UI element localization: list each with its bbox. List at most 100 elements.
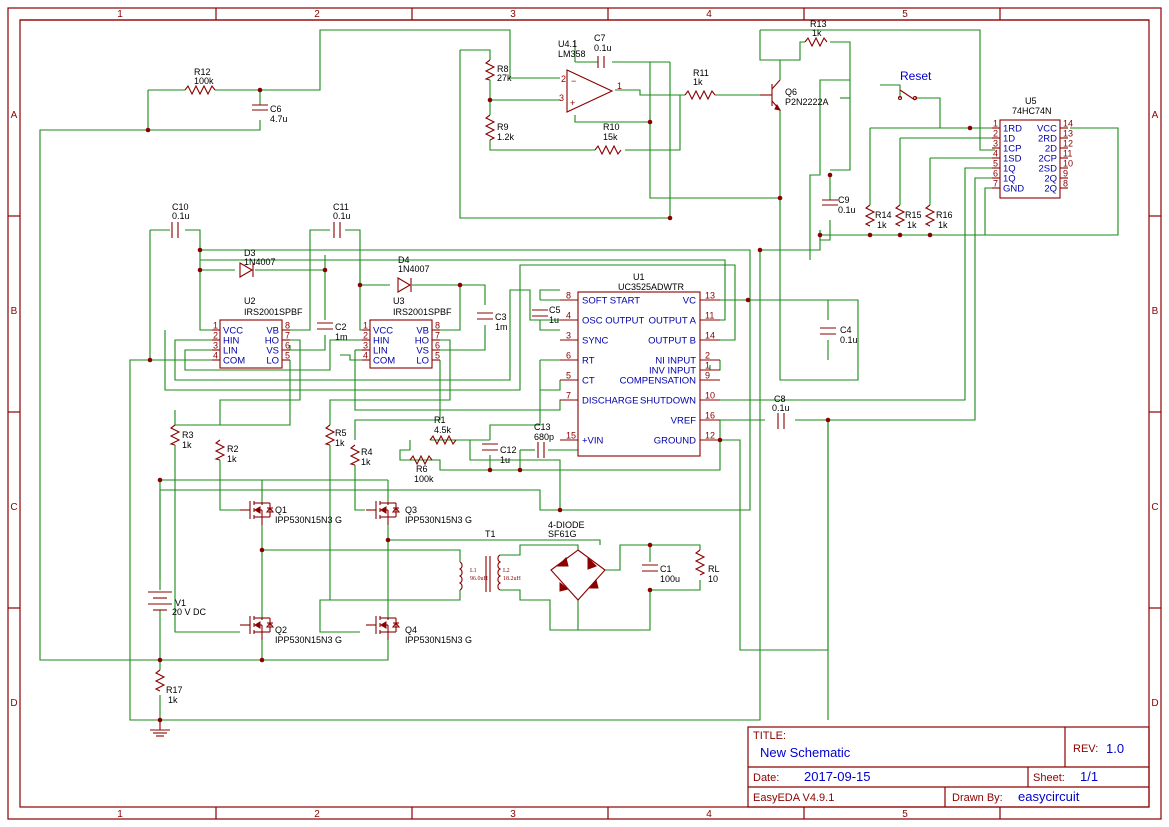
zone-col-bottom: 3	[510, 809, 516, 820]
rl-val: 10	[708, 574, 718, 584]
pin-name: 1CP	[1003, 144, 1021, 155]
pin-number: 7	[566, 391, 571, 401]
zone-row-right: B	[1152, 306, 1159, 317]
pin-name: VS	[266, 346, 279, 357]
d3-ref: D3	[244, 248, 256, 258]
svg-text:+: +	[570, 98, 575, 108]
t1-ref: T1	[485, 529, 496, 539]
sheet-label: Sheet:	[1033, 772, 1065, 784]
svg-text:3: 3	[559, 93, 564, 103]
pin-number: 5	[285, 351, 290, 361]
q3-ref: Q3	[405, 505, 417, 515]
pin-name: 1SD	[1003, 154, 1022, 165]
diodes	[239, 262, 412, 293]
c5-val: 1u	[549, 315, 559, 325]
c5-ref: C5	[549, 305, 561, 315]
pin-number: 10	[705, 391, 715, 401]
zone-row-left: D	[10, 698, 17, 709]
c13-val: 680p	[534, 432, 554, 442]
ground-symbol	[150, 720, 170, 737]
title-label: TITLE:	[753, 730, 786, 742]
bridge-ref: 4-DIODE	[548, 520, 585, 530]
pin-name: HIN	[373, 336, 390, 347]
pin-name: OSC OUTPUT	[582, 316, 644, 327]
rev-label: REV:	[1073, 743, 1098, 755]
r4-val: 1k	[361, 457, 371, 467]
r16-val: 1k	[938, 220, 948, 230]
pin-name: VCC	[1037, 124, 1057, 135]
pin-number: 4	[566, 311, 571, 321]
pin-name: 1Q	[1003, 164, 1016, 175]
resistors-horizontal	[184, 36, 828, 466]
sheet-value: 1/1	[1080, 769, 1098, 784]
c7-val: 0.1u	[594, 43, 612, 53]
pin-name: SYNC	[582, 336, 609, 347]
pin-name: 1D	[1003, 134, 1015, 145]
pin-number: 10	[1063, 159, 1073, 169]
r11-ref: R11	[693, 68, 709, 78]
u4-ref: U4.1	[558, 39, 577, 49]
pin-number: 8	[566, 291, 571, 301]
pin-number: 1	[705, 361, 710, 371]
pin-name: GND	[1003, 184, 1024, 195]
pin-number: 3	[993, 139, 998, 149]
c13-ref: C13	[534, 422, 551, 432]
r3-ref: R3	[182, 430, 194, 440]
svg-text:−: −	[571, 76, 576, 86]
reset-label: Reset	[900, 69, 932, 83]
r2-val: 1k	[227, 454, 237, 464]
c2-ref: C2	[335, 322, 347, 332]
u1-ref: U1	[633, 272, 645, 282]
u4-val: LM358	[558, 49, 586, 59]
zone-col-bottom: 4	[706, 809, 712, 820]
pin-name: 2SD	[1039, 164, 1058, 175]
c11-val: 0.1u	[333, 211, 351, 221]
pin-name: VCC	[223, 326, 243, 337]
pin-number: 11	[705, 311, 714, 321]
u3-ref: U3	[393, 296, 405, 306]
d3-val: 1N4007	[244, 257, 276, 267]
pin-name: 2D	[1045, 144, 1057, 155]
pin-number: 5	[993, 159, 998, 169]
pin-number: 8	[285, 321, 290, 331]
drawn-label: Drawn By:	[952, 792, 1003, 804]
zone-col-top: 4	[706, 9, 712, 20]
zone-row-left: A	[11, 110, 18, 121]
pin-number: 9	[705, 371, 710, 381]
pin-number: 16	[705, 411, 715, 421]
r11-val: 1k	[693, 77, 703, 87]
pin-number: 7	[993, 179, 998, 189]
op-amp-u4: 2 3 1 − +	[559, 69, 622, 113]
zone-col-top: 3	[510, 9, 516, 20]
q1-ref: Q1	[275, 505, 287, 515]
zone-col-bottom: 5	[902, 809, 908, 820]
svg-text:1: 1	[617, 81, 622, 91]
pin-name: VCC	[373, 326, 393, 337]
transistor-q6	[760, 79, 782, 111]
r6-val: 100k	[414, 474, 434, 484]
r8-ref: R8	[497, 64, 509, 74]
mosfets	[240, 501, 401, 640]
d4-ref: D4	[398, 255, 410, 265]
r15-val: 1k	[907, 220, 917, 230]
c4-val: 0.1u	[840, 335, 858, 345]
junctions	[145, 87, 973, 723]
zone-row-left: B	[11, 306, 18, 317]
c11-ref: C11	[333, 202, 349, 212]
pin-number: 2	[213, 331, 218, 341]
zone-row-right: C	[1151, 502, 1158, 513]
q3-val: IPP530N15N3 G	[405, 515, 472, 525]
sheet-frame	[7, 7, 1162, 820]
title-value: New Schematic	[760, 745, 851, 760]
pin-number: 12	[705, 431, 715, 441]
pin-name: INV INPUT	[649, 366, 696, 377]
pin-number: 9	[1063, 169, 1068, 179]
c8-ref: C8	[774, 394, 786, 404]
zone-row-right: A	[1152, 110, 1159, 121]
pin-number: 1	[363, 321, 368, 331]
pin-number: 2	[705, 351, 710, 361]
pin-number: 3	[363, 341, 368, 351]
r16-ref: R16	[936, 210, 953, 220]
pin-number: 13	[1063, 129, 1073, 139]
